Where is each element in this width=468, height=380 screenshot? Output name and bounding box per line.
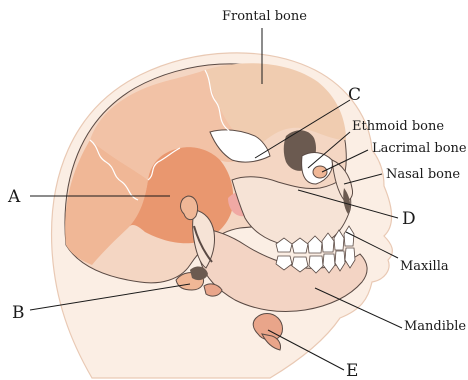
label-c: C: [348, 85, 361, 105]
label-lacrimal-bone: Lacrimal bone: [372, 141, 467, 156]
label-ethmoid-bone: Ethmoid bone: [352, 119, 444, 134]
label-nasal-bone: Nasal bone: [386, 167, 460, 182]
label-mandible: Mandible: [404, 319, 466, 334]
lacrimal-bone-shape: [313, 166, 327, 178]
label-e: E: [346, 361, 358, 380]
label-a: A: [7, 187, 21, 207]
label-d: D: [402, 209, 416, 229]
label-maxilla: Maxilla: [400, 259, 449, 274]
label-b: B: [12, 303, 25, 323]
label-frontal-bone: Frontal bone: [222, 9, 307, 24]
